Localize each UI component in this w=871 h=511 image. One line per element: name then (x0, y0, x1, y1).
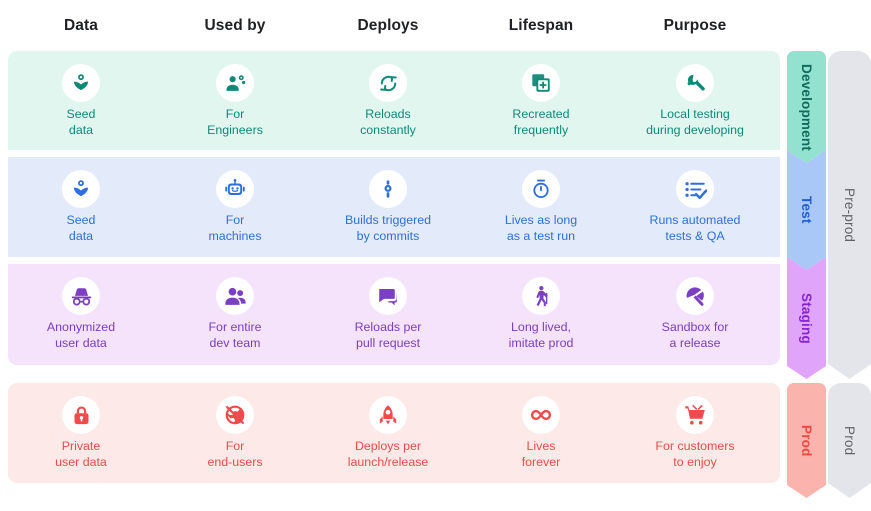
cell-dev-purpose: Local testing during developing (608, 51, 783, 150)
group-bar-prod[interactable]: Prod (828, 383, 871, 498)
add-document-icon (522, 64, 560, 102)
stage-chip-label: Prod (799, 424, 814, 457)
beach-umbrella-icon (676, 277, 714, 315)
cell-staging-lifespan: Long lived, imitate prod (466, 264, 616, 365)
globe-public-icon (216, 396, 254, 434)
cell-test-lifespan: Lives as long as a test run (466, 157, 616, 257)
lock-icon (62, 396, 100, 434)
cell-label: Anonymized user data (46, 320, 116, 350)
cell-staging-deploys: Reloads per pull request (308, 264, 468, 365)
environment-row-staging: Anonymized user data For entire dev team R… (8, 264, 780, 365)
cell-dev-used-by: For Engineers (160, 51, 310, 150)
group-bar-label: Prod (842, 425, 857, 456)
stopwatch-icon (522, 170, 560, 208)
column-header-used-by: Used by (204, 17, 266, 34)
stage-chip-label: Development (799, 63, 814, 151)
cell-label: For machines (208, 213, 262, 243)
column-header-data: Data (64, 17, 98, 34)
cell-label: For end-users (207, 439, 263, 469)
flower-seed-icon (62, 64, 100, 102)
environment-row-test: Seed data For machines Builds triggered by… (8, 157, 780, 257)
cell-prod-deploys: Deploys per launch/release (308, 383, 468, 483)
stage-chip-label: Test (799, 196, 814, 224)
stage-chip-prod[interactable]: Prod (787, 383, 826, 498)
cell-label: Reloads constantly (360, 107, 416, 137)
stage-chip-label: Staging (799, 292, 814, 344)
flower-seed-icon (62, 170, 100, 208)
comment-bubbles-icon (369, 277, 407, 315)
stage-chip-development[interactable]: Development (787, 51, 826, 163)
cell-label: For Engineers (207, 107, 263, 137)
robot-icon (216, 170, 254, 208)
cell-dev-deploys: Reloads constantly (308, 51, 468, 150)
group-bar-pre-prod[interactable]: Pre-prod (828, 51, 871, 379)
engineer-gear-icon (216, 64, 254, 102)
cell-label: For entire dev team (208, 320, 262, 350)
cell-label: Recreated frequently (512, 107, 570, 137)
column-header-row: Data Used by Deploys Lifespan Purpose (0, 0, 780, 48)
cell-test-data: Seed data (6, 157, 156, 257)
environment-row-dev: Seed data For Engineers Reloads constantly… (8, 51, 780, 150)
cell-test-deploys: Builds triggered by commits (308, 157, 468, 257)
cell-staging-used-by: For entire dev team (160, 264, 310, 365)
cell-label: Sandbox for a release (661, 320, 729, 350)
incognito-icon (62, 277, 100, 315)
commit-node-icon (369, 170, 407, 208)
cell-label: Seed data (66, 213, 96, 243)
cell-dev-data: Seed data (6, 51, 156, 150)
shopping-cart-icon (676, 396, 714, 434)
cell-prod-data: Private user data (6, 383, 156, 483)
cell-label: Runs automated tests & QA (649, 213, 741, 243)
refresh-cycle-icon (369, 64, 407, 102)
cell-label: Local testing during developing (646, 107, 744, 137)
wrench-icon (676, 64, 714, 102)
cell-prod-used-by: For end-users (160, 383, 310, 483)
people-group-icon (216, 277, 254, 315)
cell-test-purpose: Runs automated tests & QA (608, 157, 783, 257)
cell-staging-data: Anonymized user data (6, 264, 156, 365)
checklist-icon (676, 170, 714, 208)
cell-label: For customers to enjoy (655, 439, 735, 469)
group-bar-label: Pre-prod (842, 187, 857, 243)
stage-chip-staging[interactable]: Staging (787, 257, 826, 379)
column-header-purpose: Purpose (663, 17, 727, 34)
cell-label: Builds triggered by commits (344, 213, 432, 243)
stage-chip-test[interactable]: Test (787, 150, 826, 270)
infinity-icon (522, 396, 560, 434)
cell-label: Deploys per launch/release (347, 439, 429, 469)
cell-staging-purpose: Sandbox for a release (608, 264, 783, 365)
cell-dev-lifespan: Recreated frequently (466, 51, 616, 150)
cell-label: Reloads per pull request (354, 320, 422, 350)
column-header-lifespan: Lifespan (508, 17, 574, 34)
cell-label: Private user data (55, 439, 107, 469)
cell-label: Seed data (66, 107, 96, 137)
cell-label: Long lived, imitate prod (508, 320, 574, 350)
cell-test-used-by: For machines (160, 157, 310, 257)
column-header-deploys: Deploys (357, 17, 419, 34)
cell-label: Lives as long as a test run (504, 213, 578, 243)
cell-prod-purpose: For customers to enjoy (608, 383, 783, 483)
walking-person-icon (522, 277, 560, 315)
rocket-launch-icon (369, 396, 407, 434)
cell-prod-lifespan: Lives forever (466, 383, 616, 483)
cell-label: Lives forever (521, 439, 561, 469)
environment-row-prod: Private user data For end-users Deploys pe… (8, 383, 780, 483)
